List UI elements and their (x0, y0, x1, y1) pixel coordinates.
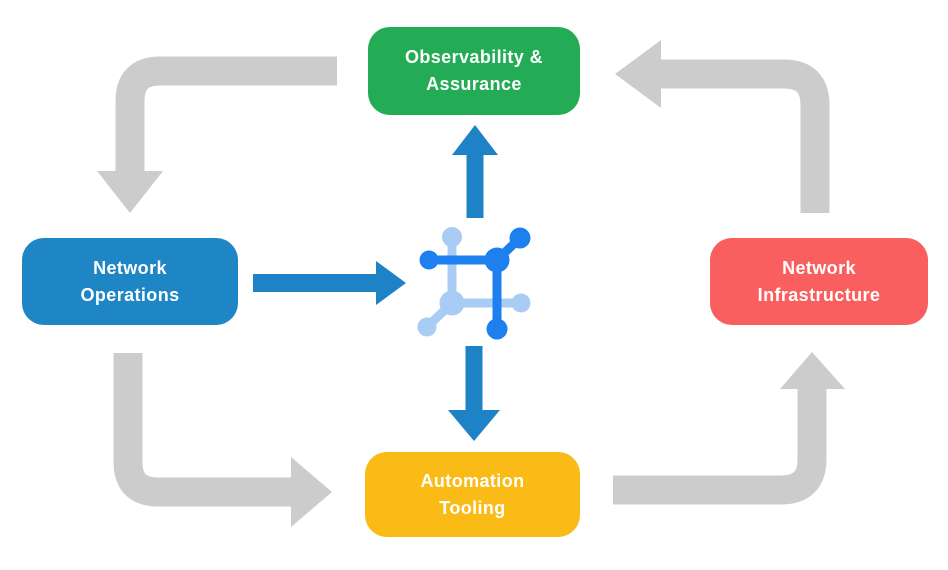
network-automation-icon (417, 227, 531, 340)
arrow-center-to-automation (448, 346, 500, 441)
node-observability-label: Observability & Assurance (404, 47, 544, 94)
node-observability-assurance: Observability & Assurance (368, 27, 580, 115)
node-automation-label: Automation Tooling (420, 470, 525, 518)
node-operations-label: Network Operations (80, 257, 180, 305)
node-network-infrastructure: Network Infrastructure (710, 238, 928, 325)
node-automation-tooling: Automation Tooling (365, 452, 580, 537)
arrow-observability-to-operations (97, 56, 337, 213)
arrow-infrastructure-to-observability (615, 40, 830, 213)
arrow-operations-to-center (253, 261, 406, 305)
icon-dark-branch (419, 227, 531, 340)
node-network-operations: Network Operations (22, 238, 238, 325)
arrow-automation-to-infrastructure (613, 352, 845, 505)
arrow-operations-to-automation (113, 353, 332, 527)
arrow-center-to-observability (452, 125, 498, 218)
icon-light-branch (417, 227, 531, 337)
node-infrastructure-label: Network Infrastructure (757, 257, 881, 305)
